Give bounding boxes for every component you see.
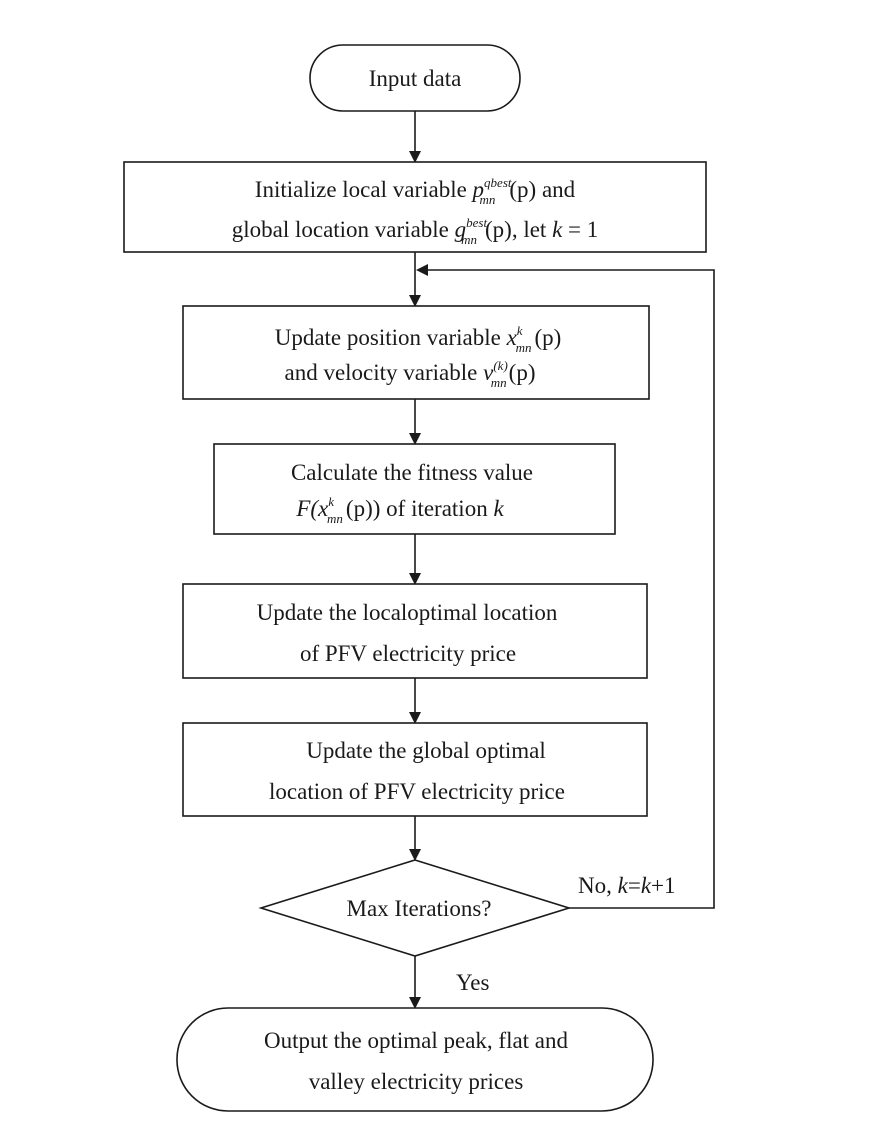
local-opt-line1: Update the localoptimal location [257, 600, 558, 625]
local-opt-node: Update the localoptimal location of PFV … [182, 583, 648, 679]
global-opt-line1: Update the global optimal [306, 738, 546, 763]
decision-label: Max Iterations? [347, 896, 492, 921]
end-line2: valley electricity prices [309, 1069, 524, 1094]
global-opt-node: Update the global optimal location of PF… [182, 722, 648, 817]
start-node: Input data [309, 44, 521, 112]
fitness-line1: Calculate the fitness value [291, 460, 533, 485]
loop-no-path [416, 264, 715, 909]
end-node: Output the optimal peak, flat and valley… [176, 1007, 654, 1112]
decision-node: Max Iterations? [258, 859, 572, 957]
local-opt-line2: of PFV electricity price [300, 641, 516, 666]
update-pv-line2: and velocity variable v(k)mn(p) [285, 358, 536, 390]
yes-label: Yes [456, 970, 490, 995]
end-line1: Output the optimal peak, flat and [264, 1028, 569, 1053]
global-opt-line2: location of PFV electricity price [269, 779, 565, 804]
start-label: Input data [369, 66, 462, 91]
no-label: No, k=k+1 [578, 873, 676, 898]
